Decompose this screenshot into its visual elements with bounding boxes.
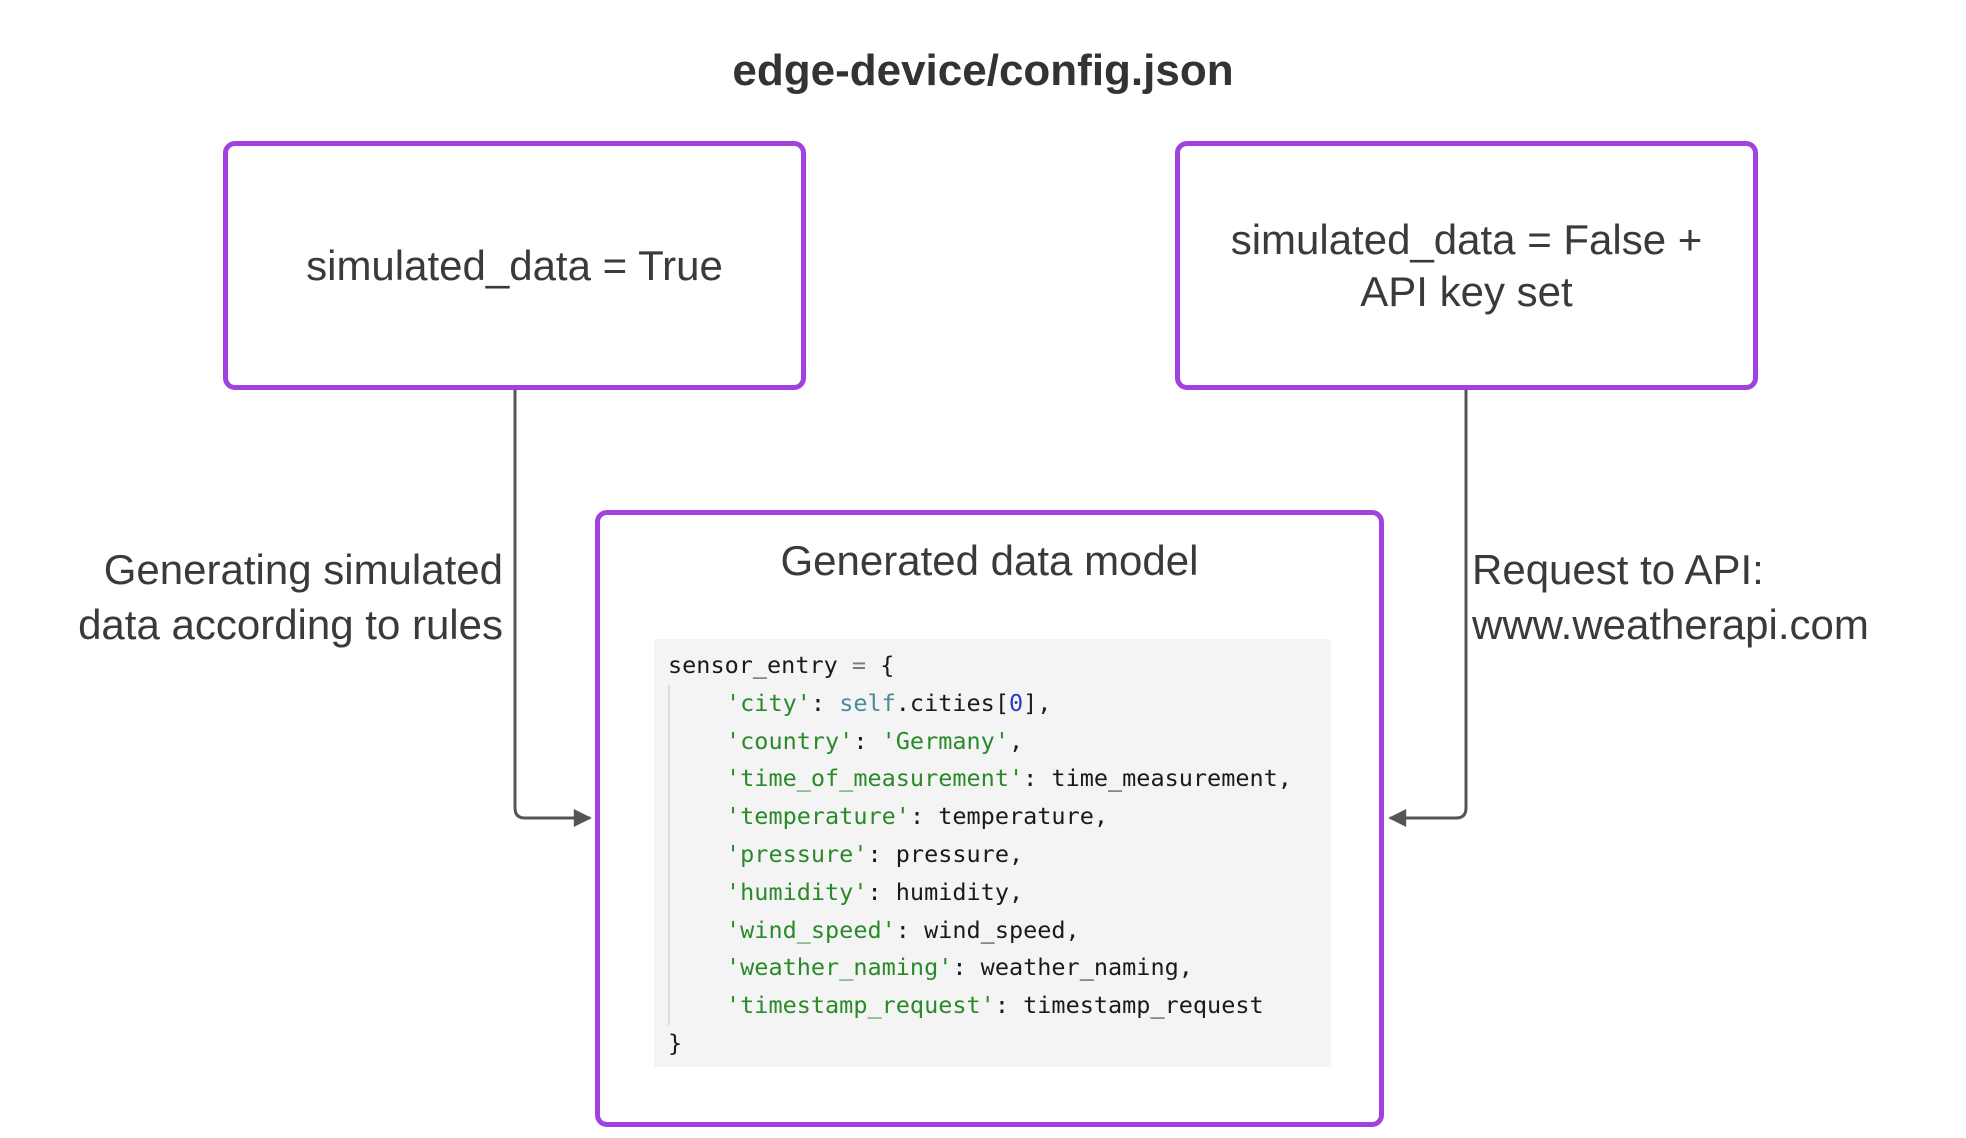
code-key: 'city' — [726, 688, 811, 717]
code-line: 'timestamp_request': timestamp_request — [668, 987, 1317, 1025]
simulated-false-line1: simulated_data = False + — [1230, 215, 1703, 263]
simulated-data-label: Generating simulated data according to r… — [20, 542, 503, 652]
code-line: 'time_of_measurement': time_measurement, — [668, 760, 1317, 799]
simulated-false-text: simulated_data = False + API key set — [1231, 214, 1703, 318]
code-line: 'wind_speed': wind_speed, — [668, 911, 1317, 950]
simulated-true-box: simulated_data = True — [223, 141, 806, 390]
code-open-brace: { — [880, 651, 895, 679]
api-request-label-line2: www.weatherapi.com — [1472, 601, 1869, 648]
simulated-data-label-line1: Generating simulated — [103, 546, 503, 593]
code-line: 'pressure': pressure, — [668, 835, 1317, 874]
code-colon: : — [810, 688, 840, 717]
code-attr: .cities[ — [895, 688, 1009, 717]
right-connector-arrow — [1388, 390, 1468, 827]
indent-guide — [668, 873, 726, 912]
indent-guide — [668, 835, 726, 874]
code-end: ], — [1023, 688, 1052, 717]
code-key: 'country' — [726, 726, 854, 755]
indent-guide — [668, 987, 726, 1025]
code-line-city: 'city': self.cities[0], — [668, 684, 1317, 723]
code-rest: : time_measurement, — [1023, 764, 1292, 793]
code-key: 'wind_speed' — [726, 915, 896, 944]
api-request-label-line1: Request to API: — [1472, 546, 1764, 593]
code-rest: : pressure, — [867, 839, 1024, 868]
diagram-title: edge-device/config.json — [732, 46, 1234, 95]
simulated-true-text: simulated_data = True — [306, 241, 723, 289]
code-value: 'Germany' — [881, 726, 1009, 755]
code-colon: : — [853, 726, 882, 755]
indent-guide — [668, 911, 726, 950]
code-rest: : timestamp_request — [994, 991, 1264, 1020]
simulated-data-label-line2: data according to rules — [78, 601, 503, 648]
code-line-country: 'country': 'Germany', — [668, 722, 1317, 761]
indent-guide — [668, 798, 726, 836]
simulated-false-line2: API key set — [1360, 267, 1573, 315]
indent-guide — [668, 760, 726, 799]
code-self: self — [839, 688, 896, 717]
code-end: , — [1008, 726, 1024, 755]
left-connector-arrow — [513, 390, 592, 827]
code-block: sensor_entry = { 'city': self.cities[0],… — [654, 639, 1331, 1067]
api-request-label: Request to API: www.weatherapi.com — [1472, 542, 1952, 652]
code-line-open: sensor_entry = { — [668, 647, 1317, 685]
generated-data-model-title: Generated data model — [780, 537, 1199, 584]
code-line: 'weather_naming': weather_naming, — [668, 949, 1317, 988]
code-rest: : temperature, — [909, 802, 1109, 831]
code-key: 'time_of_measurement' — [726, 764, 1024, 793]
code-key: 'timestamp_request' — [726, 991, 995, 1020]
code-line: 'temperature': temperature, — [668, 798, 1317, 836]
code-index: 0 — [1008, 688, 1024, 717]
code-rest: : wind_speed, — [895, 915, 1080, 944]
code-eq: = — [837, 651, 881, 679]
indent-guide — [668, 722, 726, 761]
code-key: 'pressure' — [726, 839, 868, 868]
code-rest: : humidity, — [867, 877, 1024, 906]
code-key: 'humidity' — [726, 877, 868, 906]
code-var: sensor_entry — [668, 651, 838, 679]
code-rest: : weather_naming, — [952, 953, 1193, 982]
code-line-close: } — [668, 1025, 1317, 1063]
indent-guide — [668, 684, 726, 723]
code-line: 'humidity': humidity, — [668, 873, 1317, 912]
code-key: 'temperature' — [726, 802, 910, 831]
simulated-false-box: simulated_data = False + API key set — [1175, 141, 1758, 390]
code-key: 'weather_naming' — [726, 953, 953, 982]
indent-guide — [668, 949, 726, 988]
code-close-brace: } — [668, 1028, 683, 1057]
generated-data-model-box: Generated data model sensor_entry = { 'c… — [595, 510, 1384, 1127]
